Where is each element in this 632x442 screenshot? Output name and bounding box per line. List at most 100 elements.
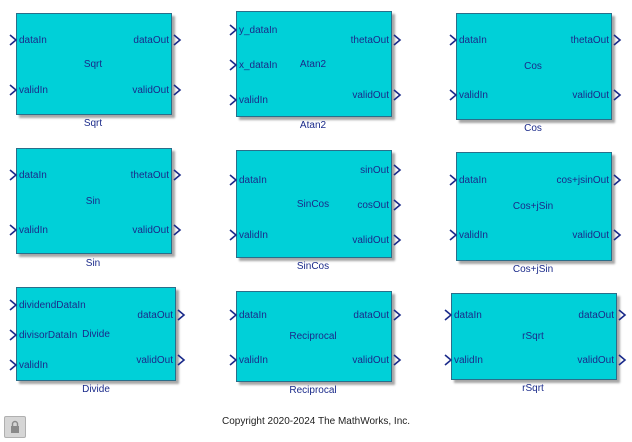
- output-port-label: dataOut: [133, 35, 169, 46]
- input-port-arrow-icon[interactable]: [229, 229, 241, 241]
- output-port-arrow-icon[interactable]: [177, 309, 189, 321]
- input-port-label: validIn: [19, 85, 48, 96]
- output-port-label: sinOut: [360, 165, 389, 176]
- input-port-label: dataIn: [459, 175, 487, 186]
- input-port-label: dataIn: [459, 35, 487, 46]
- output-port-arrow-icon[interactable]: [393, 34, 405, 46]
- output-port-label: validOut: [136, 355, 173, 366]
- block-caption[interactable]: Atan2: [299, 120, 327, 131]
- input-port-arrow-icon[interactable]: [9, 169, 21, 181]
- input-port-arrow-icon[interactable]: [229, 59, 241, 71]
- input-port-label: dataIn: [239, 310, 267, 321]
- input-port-arrow-icon[interactable]: [9, 359, 21, 371]
- output-port-label: dataOut: [353, 310, 389, 321]
- block-caption[interactable]: Sqrt: [83, 118, 103, 129]
- block-name: Atan2: [299, 59, 327, 70]
- output-port-label: cos+jsinOut: [556, 175, 609, 186]
- output-port-arrow-icon[interactable]: [173, 84, 185, 96]
- input-port-label: validIn: [239, 355, 268, 366]
- block-caption[interactable]: Sin: [85, 258, 101, 269]
- input-port-label: dataIn: [454, 310, 482, 321]
- block-caption[interactable]: SinCos: [296, 261, 330, 272]
- input-port-arrow-icon[interactable]: [9, 329, 21, 341]
- output-port-arrow-icon[interactable]: [173, 34, 185, 46]
- input-port-label: x_dataIn: [239, 60, 278, 71]
- output-port-arrow-icon[interactable]: [393, 234, 405, 246]
- output-port-label: thetaOut: [130, 170, 169, 181]
- copyright-text: Copyright 2020-2024 The MathWorks, Inc.: [221, 416, 411, 427]
- input-port-label: divisorDataIn: [19, 330, 78, 341]
- output-port-arrow-icon[interactable]: [393, 89, 405, 101]
- block-rsqrt[interactable]: dataIn validIn dataOut validOut: [451, 293, 617, 380]
- input-port-arrow-icon[interactable]: [449, 89, 461, 101]
- input-port-arrow-icon[interactable]: [444, 354, 456, 366]
- input-port-label: validIn: [239, 95, 268, 106]
- input-port-label: validIn: [19, 360, 48, 371]
- output-port-label: validOut: [352, 90, 389, 101]
- output-port-label: validOut: [132, 85, 169, 96]
- input-port-arrow-icon[interactable]: [9, 299, 21, 311]
- block-caption[interactable]: rSqrt: [522, 383, 544, 394]
- input-port-arrow-icon[interactable]: [9, 34, 21, 46]
- lock-icon[interactable]: [4, 416, 26, 438]
- output-port-arrow-icon[interactable]: [393, 309, 405, 321]
- output-port-arrow-icon[interactable]: [393, 354, 405, 366]
- block-name: Sqrt: [83, 59, 103, 70]
- output-port-label: dataOut: [578, 310, 614, 321]
- output-port-arrow-icon[interactable]: [173, 224, 185, 236]
- input-port-label: dividendDataIn: [19, 300, 86, 311]
- input-port-arrow-icon[interactable]: [229, 24, 241, 36]
- input-port-arrow-icon[interactable]: [229, 94, 241, 106]
- input-port-label: validIn: [454, 355, 483, 366]
- block-caption[interactable]: Reciprocal: [289, 385, 337, 396]
- output-port-label: cosOut: [357, 200, 389, 211]
- input-port-arrow-icon[interactable]: [449, 34, 461, 46]
- output-port-arrow-icon[interactable]: [618, 354, 630, 366]
- output-port-label: validOut: [577, 355, 614, 366]
- output-port-arrow-icon[interactable]: [393, 164, 405, 176]
- output-port-label: thetaOut: [570, 35, 609, 46]
- input-port-label: validIn: [459, 230, 488, 241]
- block-sqrt[interactable]: dataIn validIn dataOut validOut: [16, 13, 172, 115]
- input-port-arrow-icon[interactable]: [9, 224, 21, 236]
- output-port-arrow-icon[interactable]: [393, 199, 405, 211]
- block-cos-jsin[interactable]: dataIn validIn cos+jsinOut validOut: [456, 152, 612, 261]
- block-caption[interactable]: Cos: [524, 123, 542, 134]
- output-port-label: validOut: [572, 90, 609, 101]
- input-port-arrow-icon[interactable]: [444, 309, 456, 321]
- output-port-label: validOut: [352, 235, 389, 246]
- block-atan2[interactable]: y_dataIn x_dataIn validIn thetaOut validOut: [236, 11, 392, 117]
- input-port-label: dataIn: [19, 35, 47, 46]
- block-caption[interactable]: Divide: [82, 384, 110, 395]
- block-sin[interactable]: dataIn validIn thetaOut validOut: [16, 148, 172, 254]
- output-port-arrow-icon[interactable]: [613, 34, 625, 46]
- input-port-arrow-icon[interactable]: [229, 354, 241, 366]
- output-port-label: validOut: [572, 230, 609, 241]
- output-port-arrow-icon[interactable]: [173, 169, 185, 181]
- block-name: Sin: [85, 196, 101, 207]
- input-port-label: dataIn: [19, 170, 47, 181]
- output-port-arrow-icon[interactable]: [613, 174, 625, 186]
- output-port-arrow-icon[interactable]: [613, 229, 625, 241]
- block-name: Divide: [82, 329, 110, 340]
- input-port-arrow-icon[interactable]: [449, 174, 461, 186]
- input-port-arrow-icon[interactable]: [229, 174, 241, 186]
- input-port-label: dataIn: [239, 175, 267, 186]
- output-port-label: thetaOut: [350, 35, 389, 46]
- input-port-arrow-icon[interactable]: [449, 229, 461, 241]
- output-port-arrow-icon[interactable]: [177, 354, 189, 366]
- output-port-label: validOut: [132, 225, 169, 236]
- output-port-arrow-icon[interactable]: [613, 89, 625, 101]
- input-port-label: y_dataIn: [239, 25, 278, 36]
- block-caption[interactable]: Cos+jSin: [512, 264, 554, 275]
- output-port-arrow-icon[interactable]: [618, 309, 630, 321]
- input-port-arrow-icon[interactable]: [9, 84, 21, 96]
- block-name: SinCos: [296, 199, 330, 210]
- input-port-arrow-icon[interactable]: [229, 309, 241, 321]
- block-name: Cos: [524, 61, 542, 72]
- input-port-label: validIn: [19, 225, 48, 236]
